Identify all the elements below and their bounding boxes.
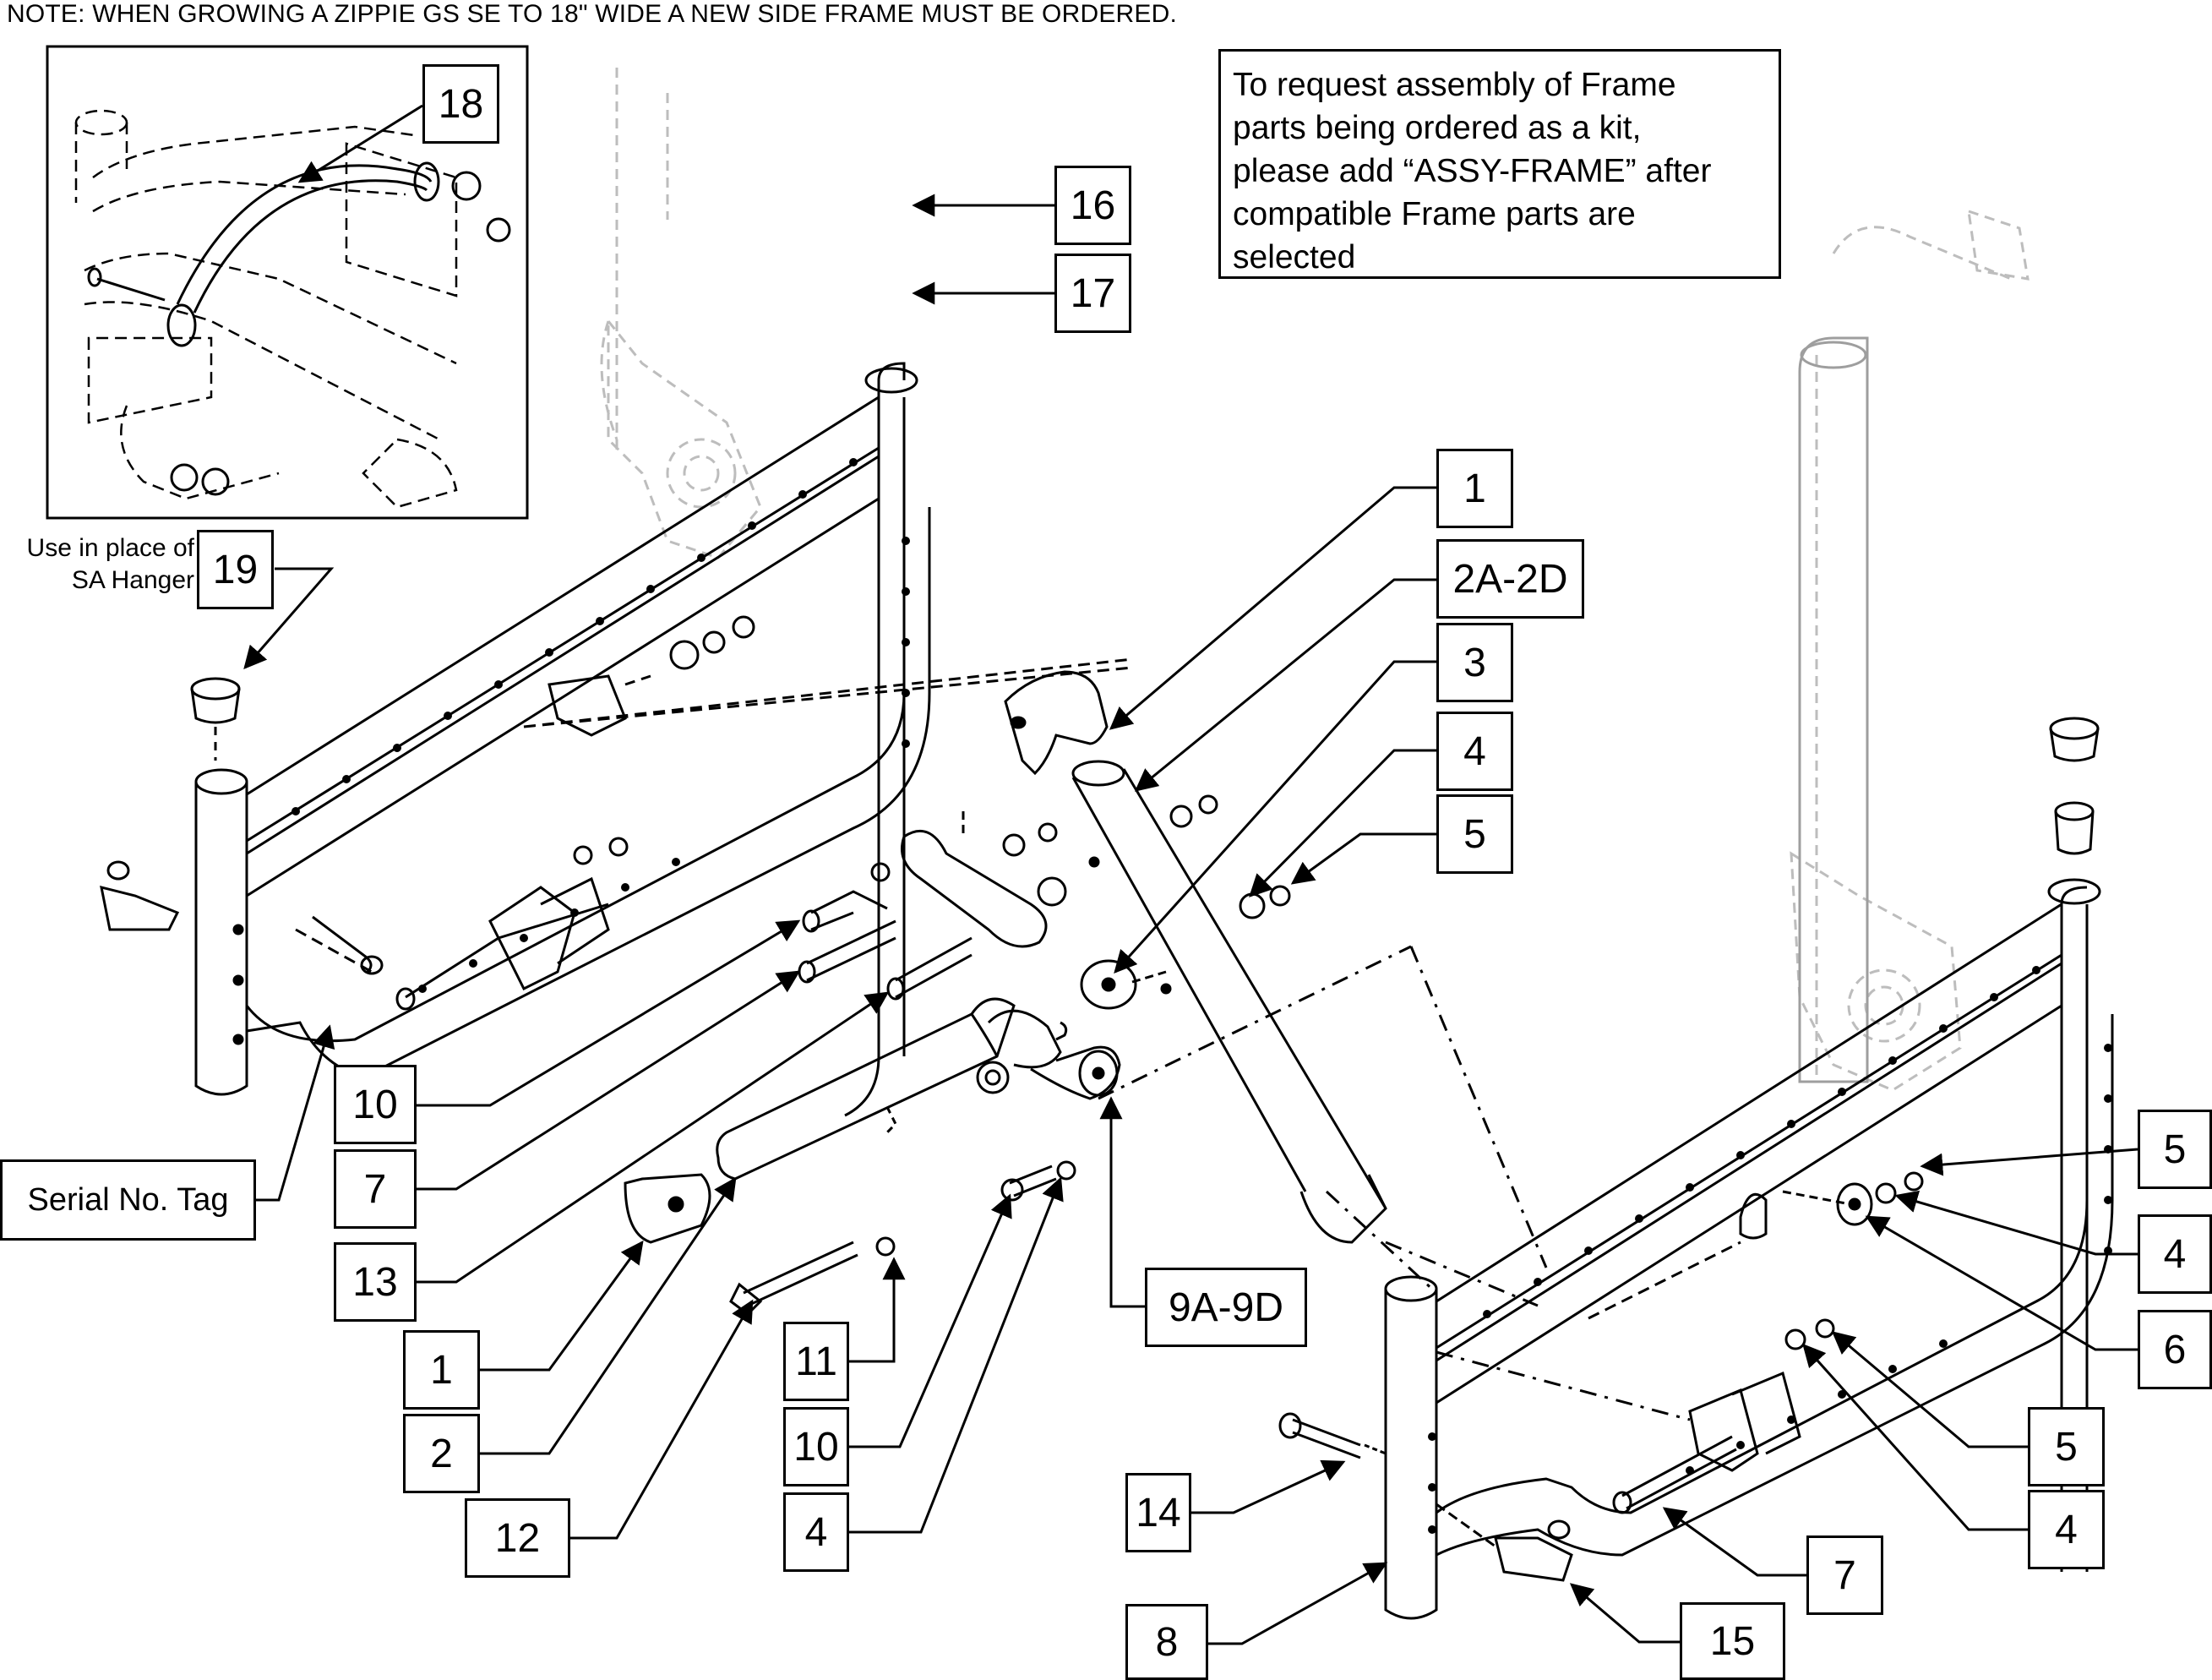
callout-6: 6 [2138,1310,2212,1389]
right-hardware [1278,1171,1924,1582]
callout-1-top: 1 [1436,449,1513,528]
callout-4-right-bottom: 4 [2028,1490,2105,1569]
guide-line [1385,1241,1539,1307]
ghost-wheel-hardware-right [1790,209,2029,1092]
callout-4-bottom: 4 [783,1492,849,1572]
callout-4-top: 4 [1436,712,1513,791]
middle-bolts [798,811,1067,1001]
callout-4-right: 4 [2138,1214,2212,1294]
axle-tube [1071,760,1387,1244]
callout-7-left: 7 [334,1149,417,1229]
callout-2: 2 [403,1414,480,1493]
callout-8: 8 [1125,1604,1208,1680]
arm-assembly [624,945,1412,1316]
leader-lines [243,104,2138,1645]
callout-12: 12 [465,1498,570,1578]
callout-13: 13 [334,1242,417,1322]
clamp-block-top [1004,670,1109,776]
assembly-info-box: To request assembly of Frame parts being… [1218,49,1781,279]
guide-line [1409,946,1548,1268]
ghost-wheel-hardware-left [600,68,762,559]
callout-10-bottom: 10 [783,1407,849,1486]
callout-1-bottom: 1 [403,1330,480,1410]
callout-7-right: 7 [1806,1535,1883,1615]
callout-5-right-bottom: 5 [2028,1407,2105,1486]
sa-hanger-note: Use in place of SA Hanger [26,534,194,594]
callout-2a-2d: 2A-2D [1436,539,1584,619]
ghost-axle-bar-right [1798,336,1869,1083]
callout-11: 11 [783,1322,849,1401]
callout-19: 19 [197,530,274,609]
callout-15: 15 [1680,1602,1785,1680]
callout-18: 18 [422,64,499,144]
frame-note: NOTE: WHEN GROWING A ZIPPIE GS SE TO 18"… [7,0,1178,28]
callout-3: 3 [1436,623,1513,702]
callout-16: 16 [1054,166,1131,245]
callout-17: 17 [1054,254,1131,333]
callout-10-left: 10 [334,1065,417,1144]
right-side-frame [1384,717,2114,1620]
serial-tag-label: Serial No. Tag [0,1159,256,1241]
callout-14: 14 [1125,1473,1191,1552]
callout-9a-9d: 9A-9D [1145,1268,1307,1347]
callout-5-top: 5 [1436,794,1513,874]
left-hardware [100,615,1133,1011]
callout-5-right-top: 5 [2138,1110,2212,1189]
